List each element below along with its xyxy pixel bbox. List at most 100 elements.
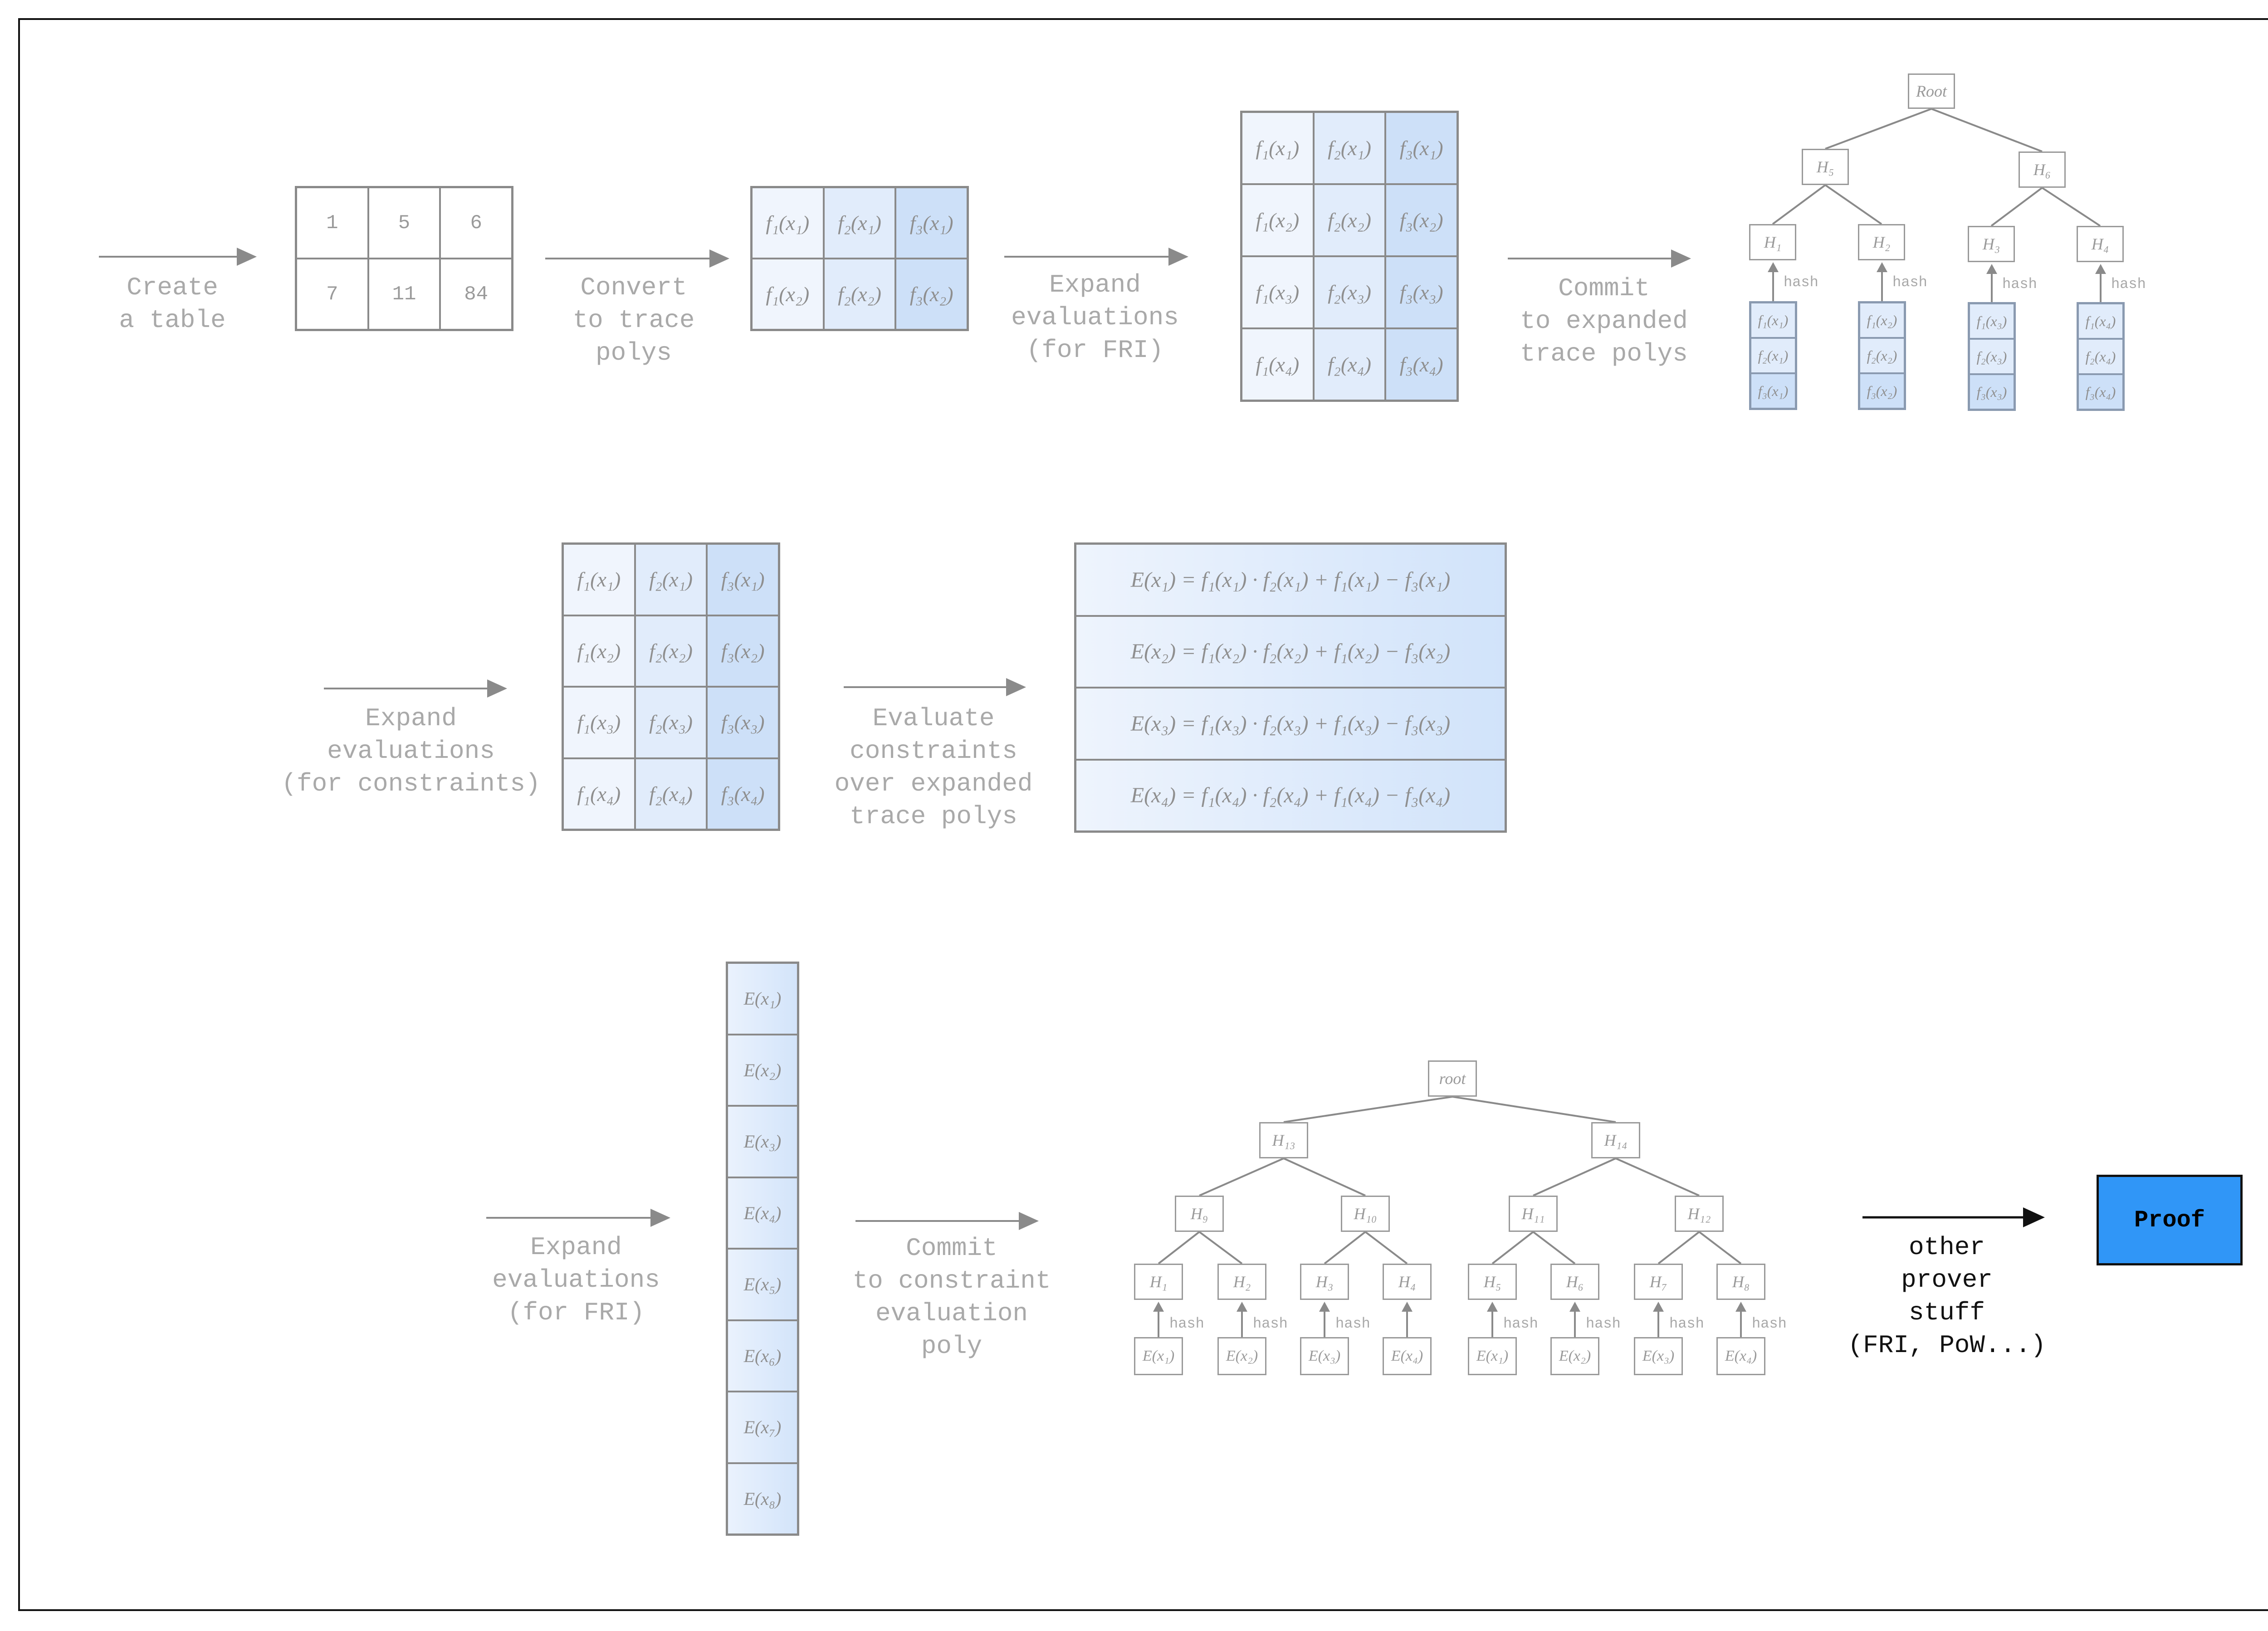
trace-cell: f₂(x₁): [1313, 112, 1386, 184]
tree-edge: [1198, 1231, 1243, 1265]
leaf-cell: f₂(x₃): [1969, 339, 2014, 374]
tree-node: H₁: [1749, 224, 1796, 260]
tree-edge: [1283, 1096, 1453, 1123]
e-cell: E(x₆): [727, 1320, 798, 1392]
tree-leaf: f₁(x₃) f₂(x₃) f₃(x₃): [1968, 302, 2016, 411]
tree-node: H₁₁: [1509, 1196, 1558, 1232]
trace-cell: f₂(x₁): [635, 544, 707, 615]
tree-edge: [1324, 1231, 1366, 1265]
trace-cell: f₃(x₂): [707, 615, 779, 687]
tree-node: H₁₀: [1341, 1196, 1390, 1232]
trace-cell: f₃(x₂): [1385, 184, 1457, 256]
tree-edge: [1364, 1231, 1408, 1265]
tree-node: H₈: [1716, 1264, 1765, 1300]
trace-cell: f₃(x₁): [895, 187, 968, 259]
tree-edge: [1452, 1096, 1616, 1123]
tree-node: H₆: [1550, 1264, 1599, 1300]
table-cell: 1: [296, 187, 368, 259]
tree-leaf: E(x₁): [1134, 1337, 1183, 1375]
leaf-cell: f₃(x₄): [2078, 374, 2123, 410]
tree-node: H₄: [2077, 226, 2124, 262]
hash-label: hash: [1503, 1315, 1538, 1332]
tree-edge: [1931, 108, 2043, 152]
e-cell: E(x₃): [727, 1106, 798, 1177]
constraint-row: E(x₁) = f₁(x₁) · f₂(x₁) + f₁(x₁) − f₃(x₁…: [1075, 544, 1505, 616]
expanded-trace-constraints-table: f₁(x₁) f₂(x₁) f₃(x₁) f₁(x₂) f₂(x₂) f₃(x₂…: [562, 542, 780, 831]
leaf-cell: f₁(x₁): [1750, 303, 1796, 338]
tree-leaf: E(x₄): [1716, 1337, 1765, 1375]
tree-node: H₃: [1968, 226, 2015, 262]
trace-cell: f₂(x₂): [1313, 184, 1386, 256]
hash-arrow-head: [1986, 264, 1997, 274]
hash-label: hash: [1586, 1315, 1621, 1332]
leaf-cell: f₂(x₁): [1750, 338, 1796, 373]
tree-leaf: E(x₂): [1550, 1337, 1599, 1375]
constraint-row: E(x₂) = f₁(x₂) · f₂(x₂) + f₁(x₂) − f₃(x₂…: [1075, 615, 1505, 688]
hash-arrow-head: [2095, 264, 2106, 274]
tree-leaf: E(x₃): [1300, 1337, 1349, 1375]
trace-cell: f₃(x₄): [1385, 328, 1457, 400]
trace-cell: f₃(x₃): [707, 687, 779, 758]
tree-node: H₁₂: [1675, 1196, 1724, 1232]
hash-arrow-head: [1735, 1302, 1746, 1312]
hash-arrow-head: [1653, 1302, 1664, 1312]
table-cell: 6: [440, 187, 512, 259]
tree-node: H₃: [1300, 1264, 1349, 1300]
tree-edge: [1824, 184, 1882, 225]
trace-cell: f₂(x₂): [823, 259, 896, 330]
tree-leaf: E(x₃): [1634, 1337, 1683, 1375]
tree-edge: [1199, 1157, 1284, 1196]
hash-arrow-head: [1402, 1302, 1413, 1312]
hash-label: hash: [2002, 276, 2037, 293]
trace-cell: f₁(x₁): [752, 187, 824, 259]
trace-cell: f₃(x₁): [707, 544, 779, 615]
trace-polys-table: f₁(x₁) f₂(x₁) f₃(x₁) f₁(x₂) f₂(x₂) f₃(x₂…: [750, 186, 969, 331]
e-cell: E(x₄): [727, 1177, 798, 1249]
tree-leaf: E(x₄): [1383, 1337, 1432, 1375]
tree-edge: [1698, 1231, 1742, 1265]
tree-node: H₉: [1175, 1196, 1224, 1232]
e-cell: E(x₂): [727, 1034, 798, 1106]
trace-cell: f₃(x₂): [895, 259, 968, 330]
hash-label: hash: [1169, 1315, 1204, 1332]
hash-label: hash: [1892, 274, 1927, 291]
e-cell: E(x₁): [727, 963, 798, 1035]
tree-edge: [1283, 1157, 1366, 1196]
tree-edge: [1990, 187, 2043, 227]
hash-label: hash: [1253, 1315, 1288, 1332]
table-cell: 5: [368, 187, 440, 259]
trace-cell: f₂(x₁): [823, 187, 896, 259]
hash-arrow-head: [1319, 1302, 1330, 1312]
diagram-frame: [18, 18, 2268, 1611]
tree-edge: [2041, 187, 2101, 227]
hash-label: hash: [2111, 276, 2146, 293]
table-cell: 11: [368, 259, 440, 330]
leaf-cell: f₃(x₃): [1969, 374, 2014, 410]
e-cell: E(x₅): [727, 1249, 798, 1320]
tree-node-root: root: [1428, 1060, 1477, 1097]
table-cell: 7: [296, 259, 368, 330]
trace-cell: f₁(x₁): [1242, 112, 1314, 184]
hash-arrow-head: [1237, 1302, 1247, 1312]
leaf-cell: f₂(x₄): [2078, 339, 2123, 374]
tree-node: H₂: [1217, 1264, 1266, 1300]
tree-leaf: E(x₂): [1217, 1337, 1266, 1375]
trace-cell: f₂(x₄): [1313, 328, 1386, 400]
trace-cell: f₁(x₁): [563, 544, 635, 615]
hash-arrow-head: [1569, 1302, 1580, 1312]
tree-leaf: E(x₁): [1468, 1337, 1517, 1375]
trace-cell: f₁(x₄): [563, 758, 635, 830]
constraint-row: E(x₄) = f₁(x₄) · f₂(x₄) + f₁(x₄) − f₃(x₄…: [1075, 759, 1505, 831]
trace-cell: f₁(x₃): [1242, 256, 1314, 328]
trace-cell: f₂(x₂): [635, 615, 707, 687]
hash-label: hash: [1784, 274, 1818, 291]
trace-cell: f₂(x₃): [635, 687, 707, 758]
tree-leaf: f₁(x₄) f₂(x₄) f₃(x₄): [2077, 302, 2125, 411]
leaf-cell: f₁(x₂): [1859, 303, 1905, 338]
